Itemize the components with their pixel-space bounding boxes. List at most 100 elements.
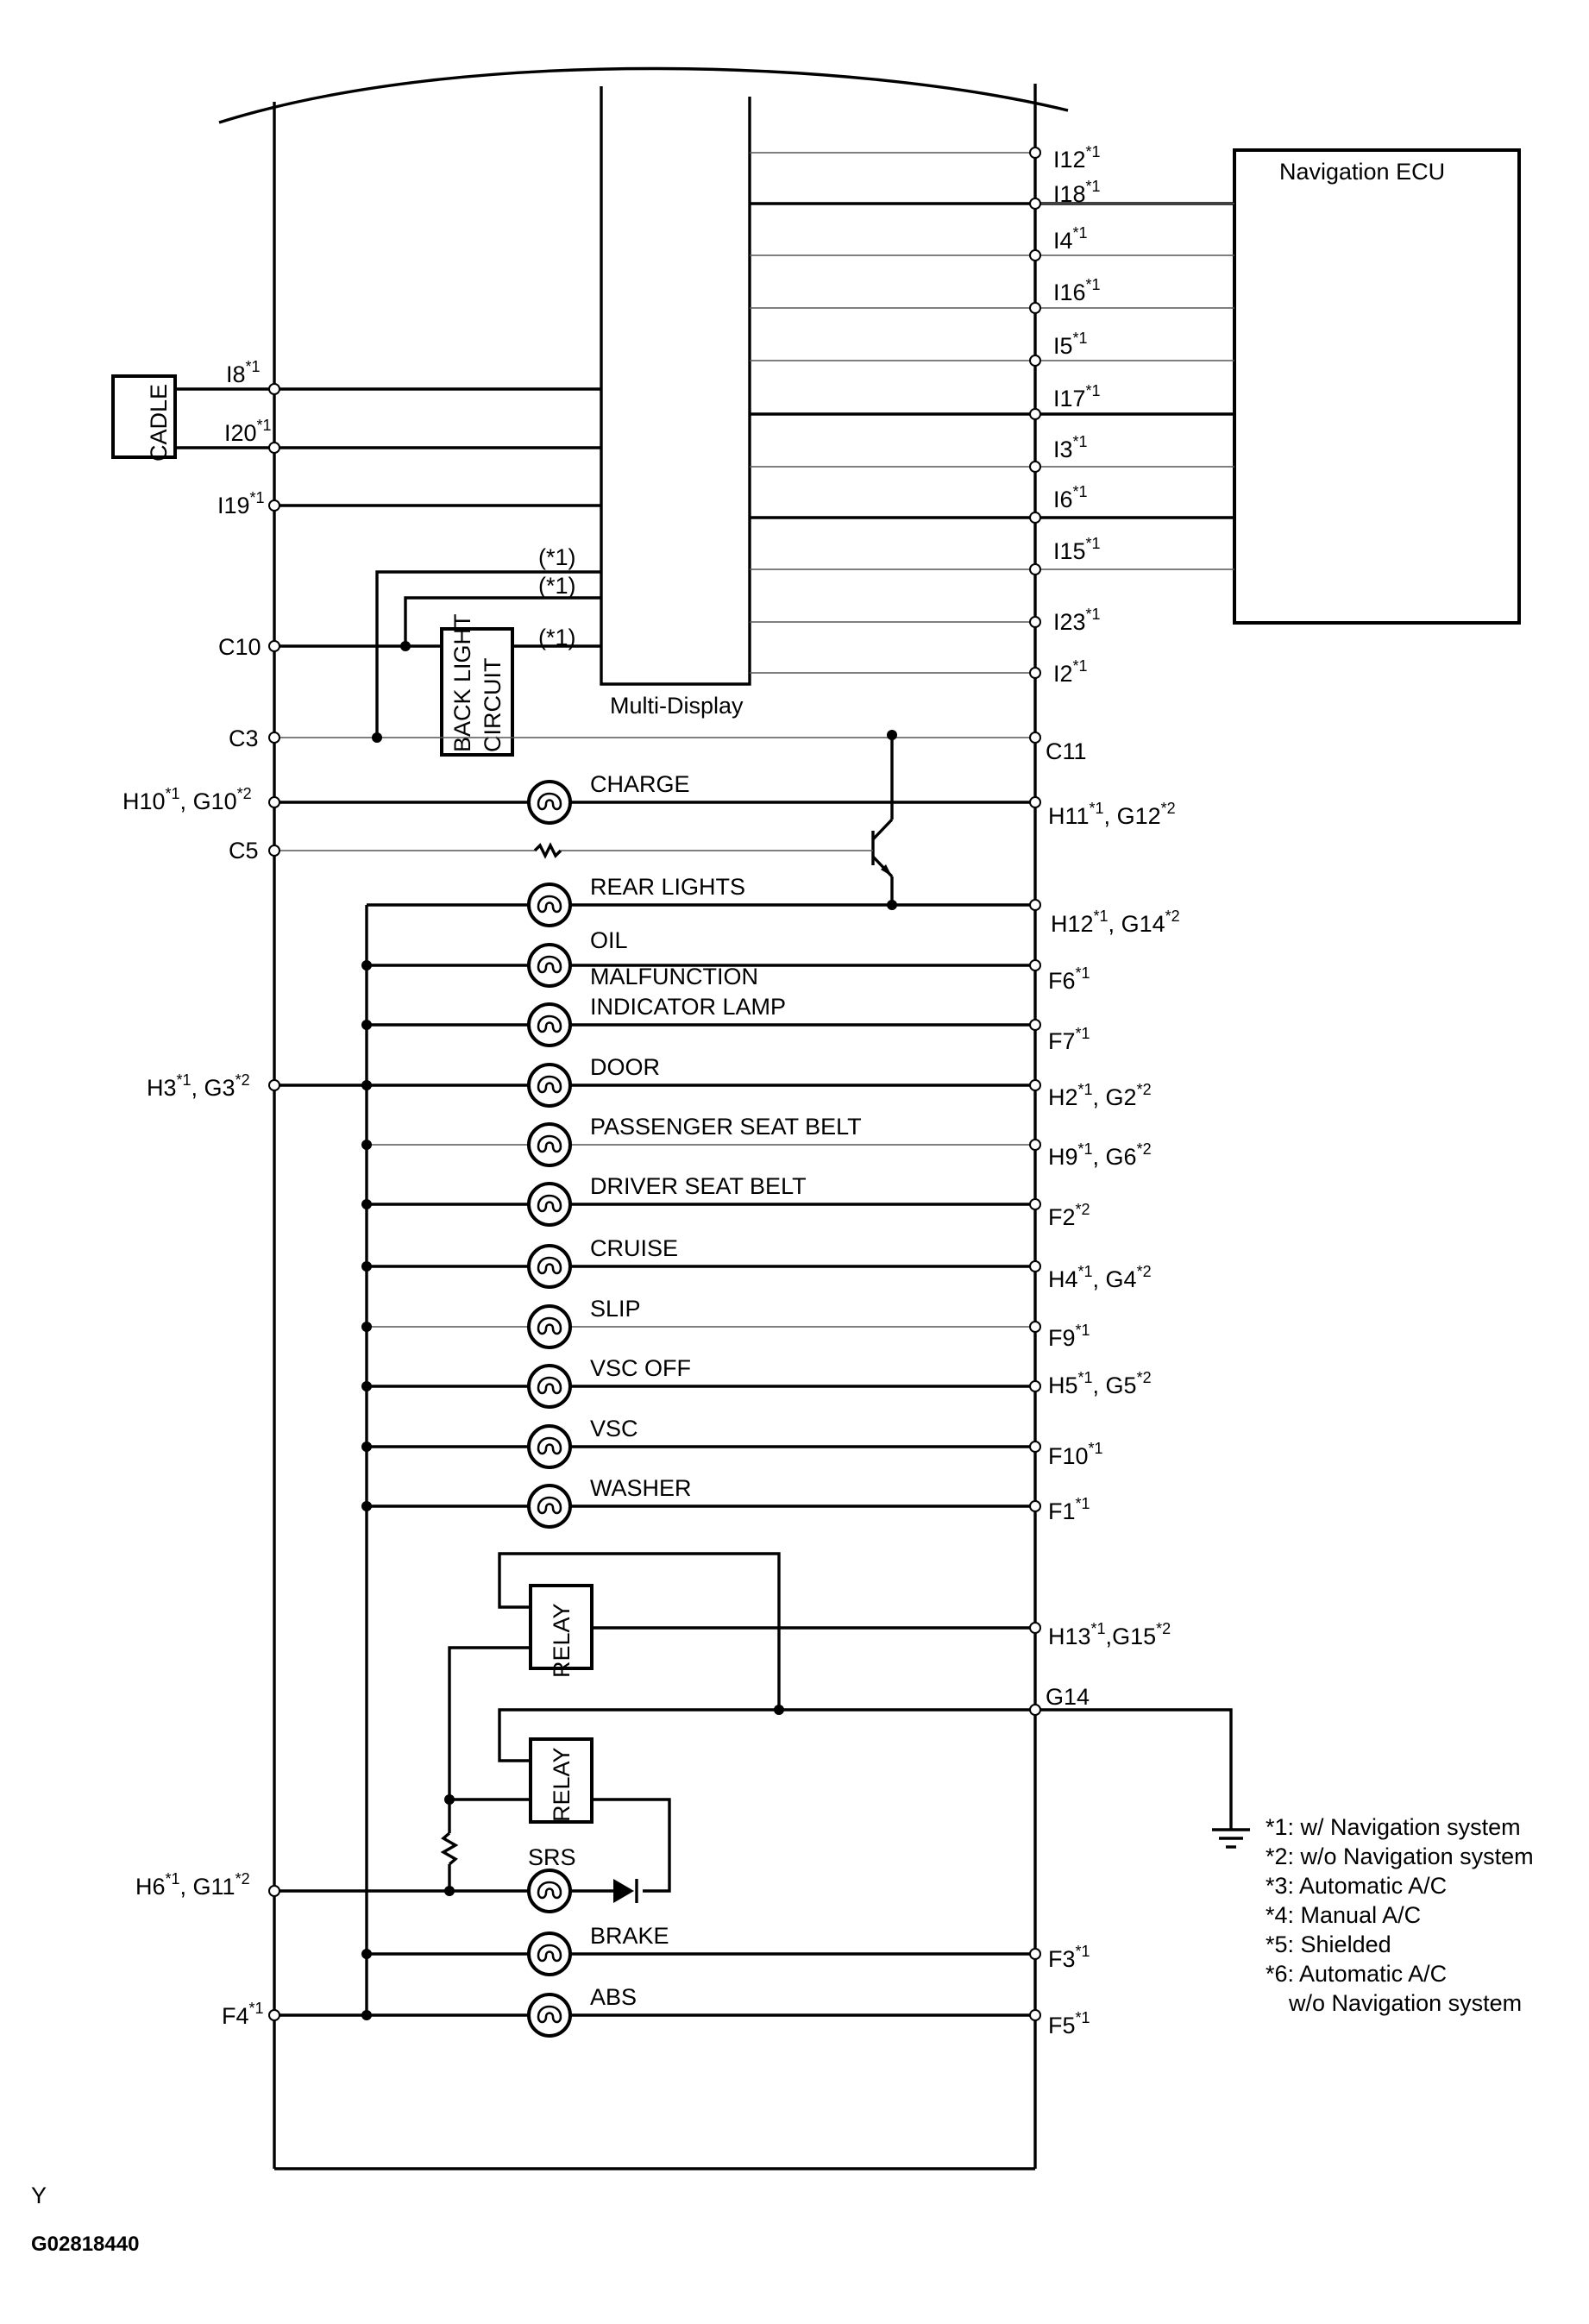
terminal-f9: F9*1 <box>1048 1322 1090 1351</box>
terminal-i8: I8*1 <box>226 358 261 387</box>
c5-line: C5 <box>229 838 873 864</box>
terminal-c11: C11 <box>1046 738 1087 764</box>
driver_seat_belt-lamp-icon <box>527 1182 572 1227</box>
cadle-label: CADLE <box>146 384 172 462</box>
oil-filament-icon <box>537 955 562 974</box>
vsc-right-pin <box>1029 1441 1041 1453</box>
washer-filament-icon <box>537 1496 562 1515</box>
vsc_off-lamp-label: VSC OFF <box>590 1355 691 1381</box>
terminal-h6-g11: H6*1, G11*2 <box>135 1870 250 1900</box>
display-ecu-wiring <box>750 147 1234 679</box>
star1-label-b: (*1) <box>538 573 576 599</box>
note-6-cont: w/o Navigation system <box>1288 1990 1522 2016</box>
charge-left-pin <box>268 796 280 808</box>
relay-lower <box>529 1737 594 1824</box>
star1-label-a: (*1) <box>538 544 576 570</box>
srs-filament-icon <box>537 1881 562 1900</box>
terminal-i5: I5*1 <box>1053 330 1088 359</box>
terminal-f7: F7*1 <box>1048 1025 1090 1054</box>
terminal-i3: I3*1 <box>1053 433 1088 462</box>
transistor <box>871 735 897 910</box>
slip-lamp-icon <box>527 1304 572 1349</box>
oil-right-pin <box>1029 959 1041 971</box>
terminal-f4: F4*1 <box>222 2000 264 2029</box>
passenger_seat_belt-filament-icon <box>537 1134 562 1153</box>
note-1: *1: w/ Navigation system <box>1266 1814 1521 1840</box>
charge-right-pin <box>1029 796 1041 808</box>
terminal-c10: C10 <box>218 634 261 660</box>
note-3: *3: Automatic A/C <box>1266 1873 1447 1899</box>
terminal-c5: C5 <box>229 838 259 864</box>
rear_lights-lamp-icon <box>527 882 572 927</box>
star1-label-c: (*1) <box>538 625 576 650</box>
abs-filament-icon <box>537 2005 562 2024</box>
door-lamp-icon <box>527 1063 572 1108</box>
cruise-lamp-icon <box>527 1244 572 1289</box>
driver_seat_belt-lamp-label: DRIVER SEAT BELT <box>590 1173 807 1199</box>
vsc_off-filament-icon <box>537 1376 562 1395</box>
vsc_off-right-pin <box>1029 1380 1041 1392</box>
relay-lower-label: RELAY <box>549 1747 575 1822</box>
terminal-h2-g2: H2*1, G2*2 <box>1048 1081 1152 1110</box>
terminal-i20: I20*1 <box>224 417 272 446</box>
terminal-i15: I15*1 <box>1053 535 1101 564</box>
terminal-h3-g3: H3*1, G3*2 <box>147 1071 250 1101</box>
door-left-pin <box>268 1079 280 1091</box>
washer-lamp-icon <box>527 1484 572 1529</box>
terminal-h9-g6: H9*1, G6*2 <box>1048 1140 1152 1170</box>
terminal-h5-g5: H5*1, G5*2 <box>1048 1369 1152 1398</box>
right-terminal-labels-i: I12*1 I18*1 I4*1 I16*1 I5*1 I17*1 I3*1 I… <box>1053 143 1101 687</box>
navigation-ecu: Navigation ECU <box>1233 148 1521 625</box>
abs-bus-junction <box>361 2010 372 2020</box>
cruise-lamp-label: CRUISE <box>590 1235 678 1261</box>
indicator_lamp-lamp-icon <box>527 1002 572 1047</box>
vsc_off-lamp-icon <box>527 1364 572 1409</box>
door-lamp-label: DOOR <box>590 1054 660 1080</box>
terminal-h4-g4: H4*1, G4*2 <box>1048 1263 1152 1292</box>
oil-lamp-icon <box>527 943 572 988</box>
back-light-label-1: BACK LIGHT <box>449 613 475 752</box>
note-5: *5: Shielded <box>1266 1931 1391 1957</box>
back-light-label-2: CIRCUIT <box>480 658 506 753</box>
slip-lamp-label: SLIP <box>590 1296 641 1322</box>
right-terminal-labels: H11*1, G12*2 H12*1, G14*2 F6*1 F7*1 H2*1… <box>1046 800 1180 2038</box>
terminal-g14: G14 <box>1046 1684 1090 1710</box>
terminal-h11-g12: H11*1, G12*2 <box>1048 800 1176 829</box>
charge-filament-icon <box>537 792 562 811</box>
oil-lamp-label: OIL <box>590 927 628 953</box>
indicator_lamp-filament-icon <box>537 1014 562 1033</box>
back-light-circuit: BACK LIGHT CIRCUIT (*1) (*1) (*1) C10 <box>218 544 601 757</box>
terminal-f10: F10*1 <box>1048 1440 1103 1469</box>
cadle: CADLE I8*1 I20*1 I19*1 <box>111 358 601 518</box>
brake-filament-icon <box>537 1944 562 1963</box>
terminal-i23: I23*1 <box>1053 606 1101 635</box>
terminal-f2: F2*2 <box>1048 1201 1090 1230</box>
door-filament-icon <box>537 1075 562 1094</box>
driver_seat_belt-right-pin <box>1029 1198 1041 1210</box>
terminal-f3: F3*1 <box>1048 1943 1090 1972</box>
relay-upper <box>529 1584 594 1670</box>
passenger_seat_belt-lamp-icon <box>527 1122 572 1167</box>
figure-footer: Y G02818440 <box>31 2183 139 2256</box>
passenger_seat_belt-right-pin <box>1029 1139 1041 1151</box>
terminal-i19: I19*1 <box>217 489 265 518</box>
abs-lamp-icon <box>527 1993 572 2038</box>
abs-lamp-label: ABS <box>590 1984 637 2010</box>
footer-letter: Y <box>31 2183 47 2208</box>
charge-lamp-icon <box>527 780 572 825</box>
abs-left-pin <box>268 2009 280 2021</box>
multi-display-label: Multi-Display <box>610 693 744 719</box>
figure-code: G02818440 <box>31 2233 139 2256</box>
washer-lamp-label: WASHER <box>590 1475 692 1501</box>
terminal-c3: C3 <box>229 725 259 751</box>
relay-section: RELAY RELAY <box>268 1552 1250 1903</box>
rear_lights-filament-icon <box>537 895 562 914</box>
terminal-i16: I16*1 <box>1053 276 1101 305</box>
charge-lamp-label: CHARGE <box>590 771 690 797</box>
terminal-i6: I6*1 <box>1053 483 1088 512</box>
terminal-h13-g15: H13*1,G15*2 <box>1048 1620 1171 1649</box>
washer-right-pin <box>1029 1500 1041 1512</box>
vsc-lamp-label: VSC <box>590 1416 638 1442</box>
malfunction-lamp-label: MALFUNCTION <box>590 964 758 989</box>
